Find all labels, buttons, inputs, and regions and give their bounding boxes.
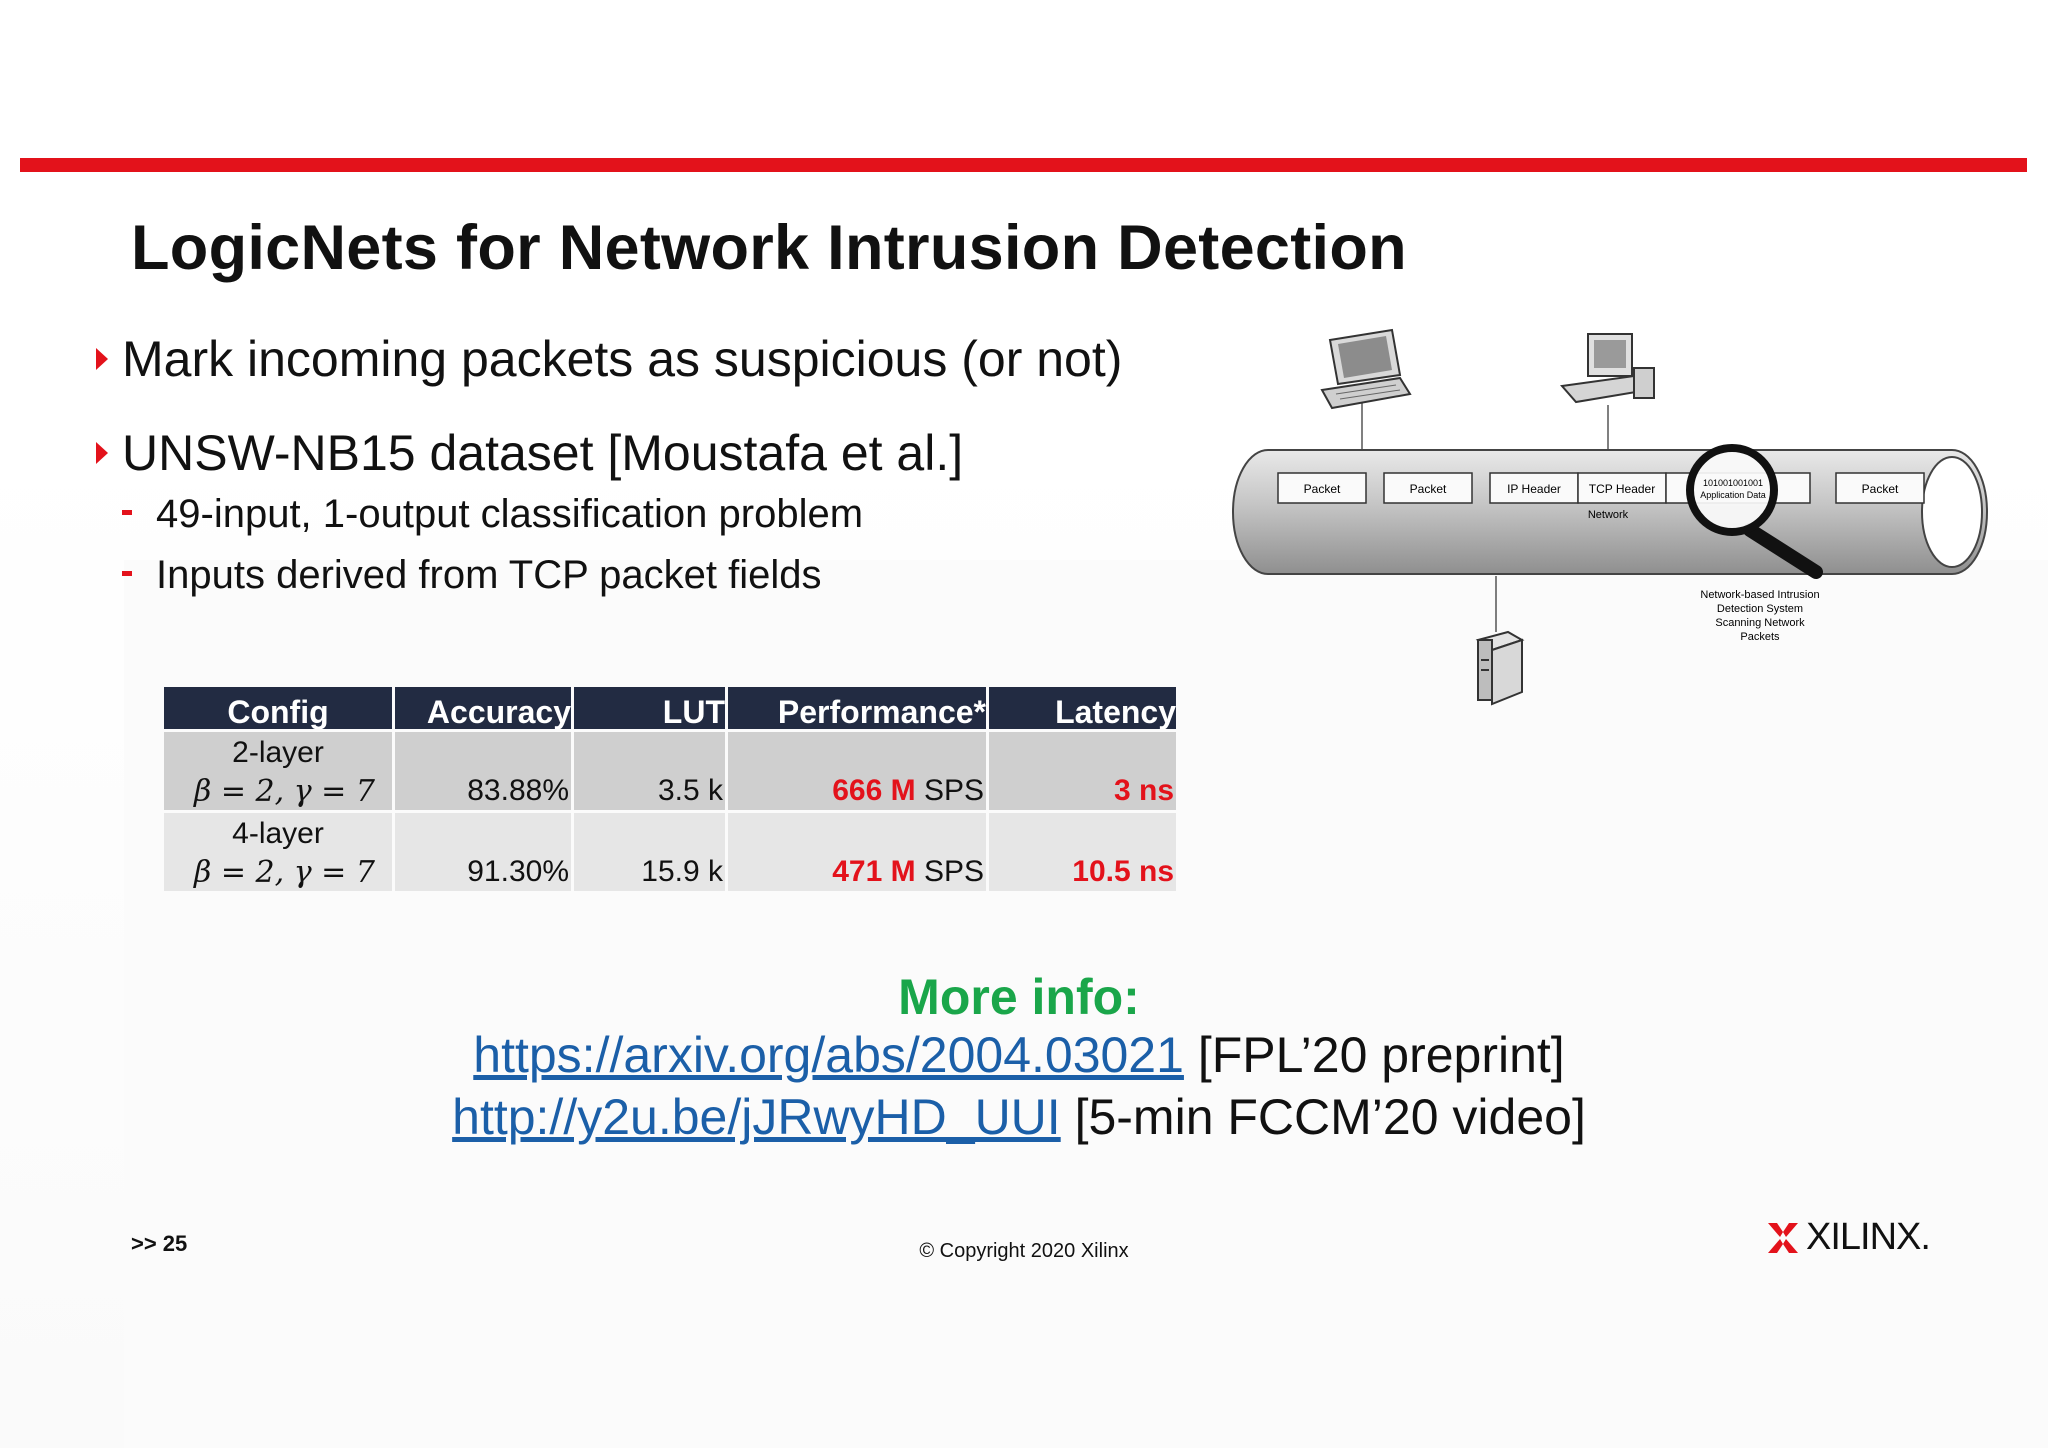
packet-box: Packet	[1277, 472, 1367, 504]
cell-accuracy: 83.88%	[395, 732, 571, 810]
performance-number: 666 M	[832, 774, 916, 807]
top-red-bar	[20, 158, 2027, 172]
sub-bullet-2-text: Inputs derived from TCP packet fields	[156, 553, 822, 597]
video-link[interactable]: http://y2u.be/jJRwyHD_UUI	[452, 1089, 1061, 1145]
cell-config: 4-layer β = 2, γ = 7	[164, 813, 392, 891]
header-performance: Performance*	[728, 687, 986, 729]
more-info-heading: More info:	[898, 969, 1140, 1025]
packet-box: Packet	[1835, 472, 1925, 504]
xilinx-logo-text: XILINX.	[1806, 1216, 1931, 1258]
packet-label: IP Header	[1507, 482, 1561, 496]
sub-bullet-dash-icon	[122, 510, 132, 515]
cell-performance: 471 M SPS	[728, 813, 986, 891]
results-table: Config Accuracy LUT Performance* Latency…	[164, 687, 1176, 891]
ids-caption-line: Detection System	[1717, 603, 1803, 615]
network-ids-diagram: Packet Packet IP Header TCP Header Packe…	[1232, 328, 1988, 706]
slide-title: LogicNets for Network Intrusion Detectio…	[131, 213, 1407, 283]
table-row: 4-layer β = 2, γ = 7 91.30% 15.9 k 471 M…	[164, 813, 1176, 891]
sub-bullet-dash-icon	[122, 571, 132, 576]
network-label: Network	[1588, 509, 1629, 521]
header-lut: LUT	[574, 687, 725, 729]
ids-caption-line: Scanning Network	[1715, 617, 1805, 629]
link-line-arxiv: https://arxiv.org/abs/2004.03021 [FPL’20…	[0, 1026, 2038, 1084]
packet-box: Packet	[1383, 472, 1473, 504]
cell-latency: 10.5 ns	[989, 813, 1176, 891]
packet-ip-header: IP Header	[1489, 472, 1579, 504]
lut-value: 3.5 k	[657, 774, 723, 807]
bullet-2: UNSW-NB15 dataset [Moustafa et al.]	[96, 424, 963, 482]
cell-config: 2-layer β = 2, γ = 7	[164, 732, 392, 810]
xilinx-logo: XILINX.	[1768, 1216, 1931, 1259]
magnifier-bits: 101001001001	[1703, 478, 1763, 488]
performance-value: 666 M SPS	[832, 774, 984, 808]
copyright-notice: © Copyright 2020 Xilinx	[919, 1240, 1129, 1262]
performance-value: 471 M SPS	[832, 855, 984, 889]
server-icon	[1475, 630, 1525, 706]
table-header-row: Config Accuracy LUT Performance* Latency	[164, 687, 1176, 729]
bullet-arrow-icon	[96, 442, 108, 464]
packet-label: TCP Header	[1589, 482, 1655, 496]
ids-caption: Network-based Intrusion Detection System…	[1700, 589, 1819, 643]
performance-unit: SPS	[915, 855, 984, 888]
packet-label: Packet	[1862, 482, 1899, 496]
magnifier-label: Application Data	[1700, 490, 1766, 500]
cell-latency: 3 ns	[989, 732, 1176, 810]
sub-bullet-1-text: 49-input, 1-output classification proble…	[156, 492, 864, 536]
link-line-video: http://y2u.be/jJRwyHD_UUI [5-min FCCM’20…	[0, 1088, 2038, 1146]
page-number: >> 25	[131, 1231, 188, 1256]
config-params: β = 2, γ = 7	[194, 855, 375, 890]
bullet-1: Mark incoming packets as suspicious (or …	[96, 330, 1122, 388]
arxiv-note: [FPL’20 preprint]	[1183, 1027, 1565, 1083]
header-accuracy: Accuracy	[395, 687, 571, 729]
xilinx-logo-icon	[1768, 1222, 1798, 1253]
cell-lut: 15.9 k	[574, 813, 725, 891]
sub-bullet-2: Inputs derived from TCP packet fields	[122, 553, 822, 598]
accuracy-value: 91.30%	[467, 855, 569, 888]
bullet-1-text: Mark incoming packets as suspicious (or …	[122, 331, 1123, 387]
bullet-arrow-icon	[96, 348, 108, 370]
cell-lut: 3.5 k	[574, 732, 725, 810]
ids-caption-line: Packets	[1740, 631, 1780, 643]
accuracy-value: 83.88%	[467, 774, 569, 807]
ids-caption-line: Network-based Intrusion	[1700, 589, 1819, 601]
lut-value: 15.9 k	[641, 855, 723, 888]
latency-value: 10.5 ns	[1072, 855, 1174, 888]
bullet-2-text: UNSW-NB15 dataset [Moustafa et al.]	[122, 425, 964, 481]
config-params: β = 2, γ = 7	[194, 774, 375, 809]
desktop-computer-icon	[1560, 333, 1655, 404]
magnifier-icon: 101001001001 Application Data	[1686, 444, 1823, 579]
config-name: 2-layer	[232, 736, 324, 769]
cell-performance: 666 M SPS	[728, 732, 986, 810]
latency-value: 3 ns	[1113, 774, 1174, 807]
cell-accuracy: 91.30%	[395, 813, 571, 891]
config-name: 4-layer	[232, 817, 324, 850]
packet-label: Packet	[1304, 482, 1341, 496]
performance-number: 471 M	[832, 855, 916, 888]
table-row: 2-layer β = 2, γ = 7 83.88% 3.5 k 666 M …	[164, 732, 1176, 810]
arxiv-link[interactable]: https://arxiv.org/abs/2004.03021	[473, 1027, 1184, 1083]
header-latency: Latency	[989, 687, 1176, 729]
performance-unit: SPS	[915, 774, 984, 807]
header-config: Config	[164, 687, 392, 729]
packet-tcp-header: TCP Header	[1577, 472, 1667, 504]
packet-label: Packet	[1410, 482, 1447, 496]
laptop-icon	[1320, 328, 1412, 410]
sub-bullet-1: 49-input, 1-output classification proble…	[122, 492, 863, 537]
video-note: [5-min FCCM’20 video]	[1060, 1089, 1586, 1145]
